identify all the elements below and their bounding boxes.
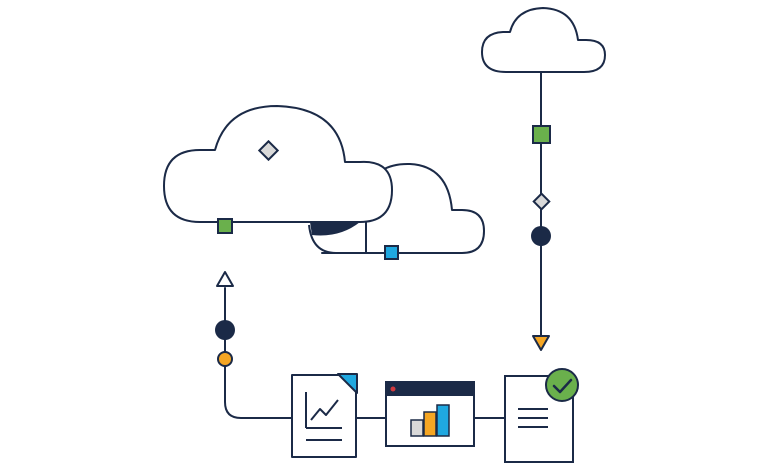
cyan-square-node — [384, 245, 399, 260]
left-connector — [224, 287, 293, 419]
gray-diamond-node — [257, 139, 280, 162]
cloud-icon — [321, 162, 485, 254]
cloud-left — [163, 105, 393, 223]
browser-bar-chart-icon — [385, 381, 475, 447]
document-line-chart-icon — [291, 373, 358, 458]
document-checkmark-icon — [504, 368, 579, 463]
gray-arrow-up-icon — [216, 271, 234, 287]
cloud-overlap-shadow — [310, 222, 360, 236]
gray-diamond-node — [532, 192, 551, 211]
cloud-icon — [481, 7, 606, 73]
navy-circle-node — [215, 320, 235, 340]
orange-arrow-down-icon — [532, 335, 550, 351]
green-square-node — [217, 218, 233, 234]
navy-circle-node — [531, 226, 551, 246]
cloud-icon — [163, 105, 393, 223]
orange-circle-node — [217, 351, 233, 367]
cloud-middle — [308, 162, 485, 254]
cloud-right — [481, 7, 606, 73]
green-square-node — [532, 125, 551, 144]
